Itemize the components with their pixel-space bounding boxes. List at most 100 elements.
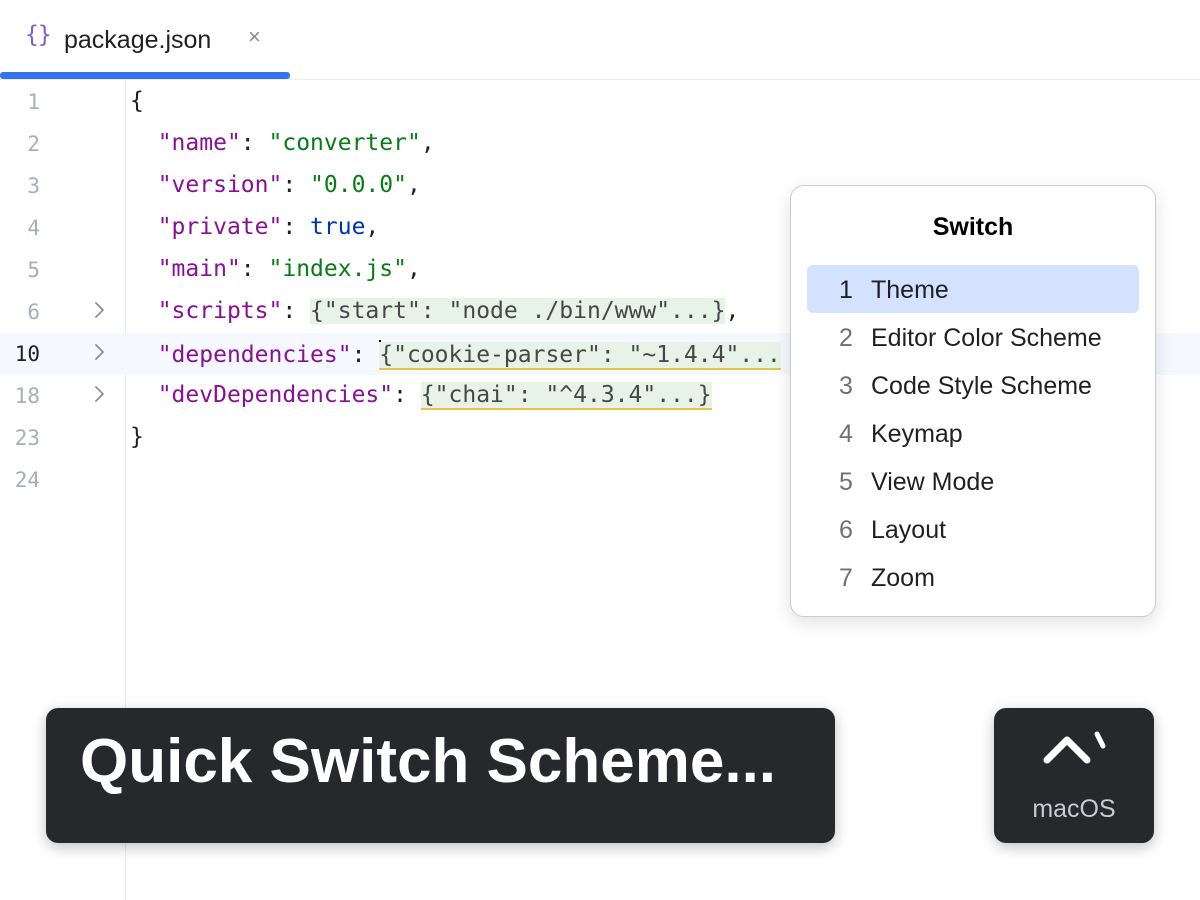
code-token: , <box>725 298 740 324</box>
item-number: 1 <box>839 276 853 304</box>
code-token: : <box>393 382 421 408</box>
code-token: , <box>420 130 435 156</box>
item-label: Layout <box>871 516 947 544</box>
item-label: View Mode <box>871 468 995 496</box>
code-line[interactable]: 4 "private": true, <box>0 207 1200 249</box>
folded-region[interactable]: {"cookie-parser": "~1.4.4"... <box>379 342 781 370</box>
code-token: "devDependencies" <box>157 382 394 408</box>
switch-item-zoom[interactable]: 7 Zoom <box>807 553 1139 601</box>
line-number: 23 <box>14 426 40 450</box>
line-number: 1 <box>27 90 40 114</box>
folded-region[interactable]: {"chai": "^4.3.4"...} <box>420 382 712 410</box>
code-text: "dependencies": {"cookie-parser": "~1.4.… <box>130 340 781 370</box>
tab-package-json[interactable]: {} package.json × <box>0 0 290 79</box>
code-line[interactable]: 5 "main": "index.js", <box>0 249 1200 291</box>
code-token: : <box>240 256 269 282</box>
item-number: 7 <box>839 564 853 592</box>
item-number: 2 <box>839 324 853 352</box>
switch-popup: Switch 1 Theme 2 Editor Color Scheme 3 Code S… <box>790 185 1156 617</box>
item-number: 5 <box>839 468 853 496</box>
code-token: { <box>130 88 144 114</box>
switch-item-layout[interactable]: 6 Layout <box>807 505 1139 553</box>
code-token: : <box>282 172 311 198</box>
code-line[interactable]: 3 "version": "0.0.0", <box>0 165 1200 207</box>
action-name-text: Quick Switch Scheme... <box>80 727 777 796</box>
code-token <box>130 214 158 240</box>
code-token: "index.js" <box>268 256 407 282</box>
code-token: "scripts" <box>157 298 283 324</box>
code-text: "version": "0.0.0", <box>130 172 421 198</box>
item-number: 6 <box>839 516 853 544</box>
item-label: Zoom <box>871 564 935 592</box>
os-label: macOS <box>1032 795 1116 823</box>
switch-item-theme[interactable]: 1 Theme <box>807 265 1139 313</box>
popup-title: Switch <box>932 213 1014 241</box>
code-text: { <box>130 88 144 114</box>
item-label: Theme <box>871 276 949 304</box>
chevron-right-icon[interactable] <box>91 341 109 363</box>
chevron-right-icon[interactable] <box>91 299 109 321</box>
line-number: 24 <box>14 468 40 492</box>
switch-item-view-mode[interactable]: 5 View Mode <box>807 457 1139 505</box>
line-number: 3 <box>27 174 40 198</box>
code-line[interactable]: 23} <box>0 417 1200 459</box>
code-token <box>130 172 158 198</box>
code-token: : <box>282 214 311 240</box>
code-token: "name" <box>157 130 241 156</box>
code-line[interactable]: 6 "scripts": {"start": "node ./bin/www".… <box>0 291 1200 333</box>
code-token: "version" <box>157 172 283 198</box>
line-number: 6 <box>27 300 40 324</box>
code-text: } <box>130 424 144 450</box>
code-line[interactable]: 2 "name": "converter", <box>0 123 1200 165</box>
code-line[interactable]: 1{ <box>0 81 1200 123</box>
code-line[interactable]: 24 <box>0 459 1200 501</box>
code-token <box>130 130 158 156</box>
code-token: : <box>240 130 269 156</box>
item-number: 3 <box>839 372 853 400</box>
code-line[interactable]: 18 "devDependencies": {"chai": "^4.3.4".… <box>0 375 1200 417</box>
code-token: "main" <box>157 256 241 282</box>
code-token: true <box>310 214 366 240</box>
tab-file-name: package.json <box>64 26 212 54</box>
close-icon[interactable]: × <box>248 24 261 49</box>
code-token: , <box>365 214 380 240</box>
line-number: 5 <box>27 258 40 282</box>
line-number: 10 <box>14 342 40 366</box>
code-token <box>130 382 158 408</box>
shortcut-keycap: macOS <box>994 708 1154 843</box>
line-number: 4 <box>27 216 40 240</box>
code-text: "private": true, <box>130 214 380 240</box>
code-token: "dependencies" <box>157 342 352 368</box>
switch-item-editor-color-scheme[interactable]: 2 Editor Color Scheme <box>807 313 1139 361</box>
code-text: "devDependencies": {"chai": "^4.3.4"...} <box>130 382 712 410</box>
item-label: Editor Color Scheme <box>871 324 1102 352</box>
code-token: "0.0.0" <box>310 172 407 198</box>
chevron-right-icon[interactable] <box>91 383 109 405</box>
control-backtick-icon <box>994 718 1154 783</box>
code-token: : <box>351 342 380 368</box>
item-number: 4 <box>839 420 853 448</box>
code-token: : <box>282 298 311 324</box>
line-number: 2 <box>27 132 40 156</box>
folded-region[interactable]: {"start": "node ./bin/www"...} <box>310 298 726 324</box>
json-braces-icon: {} <box>25 22 52 48</box>
code-token: "private" <box>157 214 283 240</box>
code-token <box>130 298 158 324</box>
editor-tab-bar: {} package.json × <box>0 0 1200 80</box>
item-label: Code Style Scheme <box>871 372 1092 400</box>
code-token: "converter" <box>268 130 421 156</box>
code-token: , <box>406 172 421 198</box>
active-tab-indicator <box>0 72 290 79</box>
line-number: 18 <box>14 384 40 408</box>
action-name-banner: Quick Switch Scheme... <box>46 708 835 843</box>
code-text: "name": "converter", <box>130 130 435 156</box>
switch-item-code-style-scheme[interactable]: 3 Code Style Scheme <box>807 361 1139 409</box>
code-text: "main": "index.js", <box>130 256 421 282</box>
code-token: , <box>406 256 421 282</box>
code-token <box>130 342 158 368</box>
code-token <box>130 256 158 282</box>
editor-gutter <box>0 80 126 900</box>
code-text: "scripts": {"start": "node ./bin/www"...… <box>130 298 739 324</box>
code-token: } <box>130 424 144 450</box>
